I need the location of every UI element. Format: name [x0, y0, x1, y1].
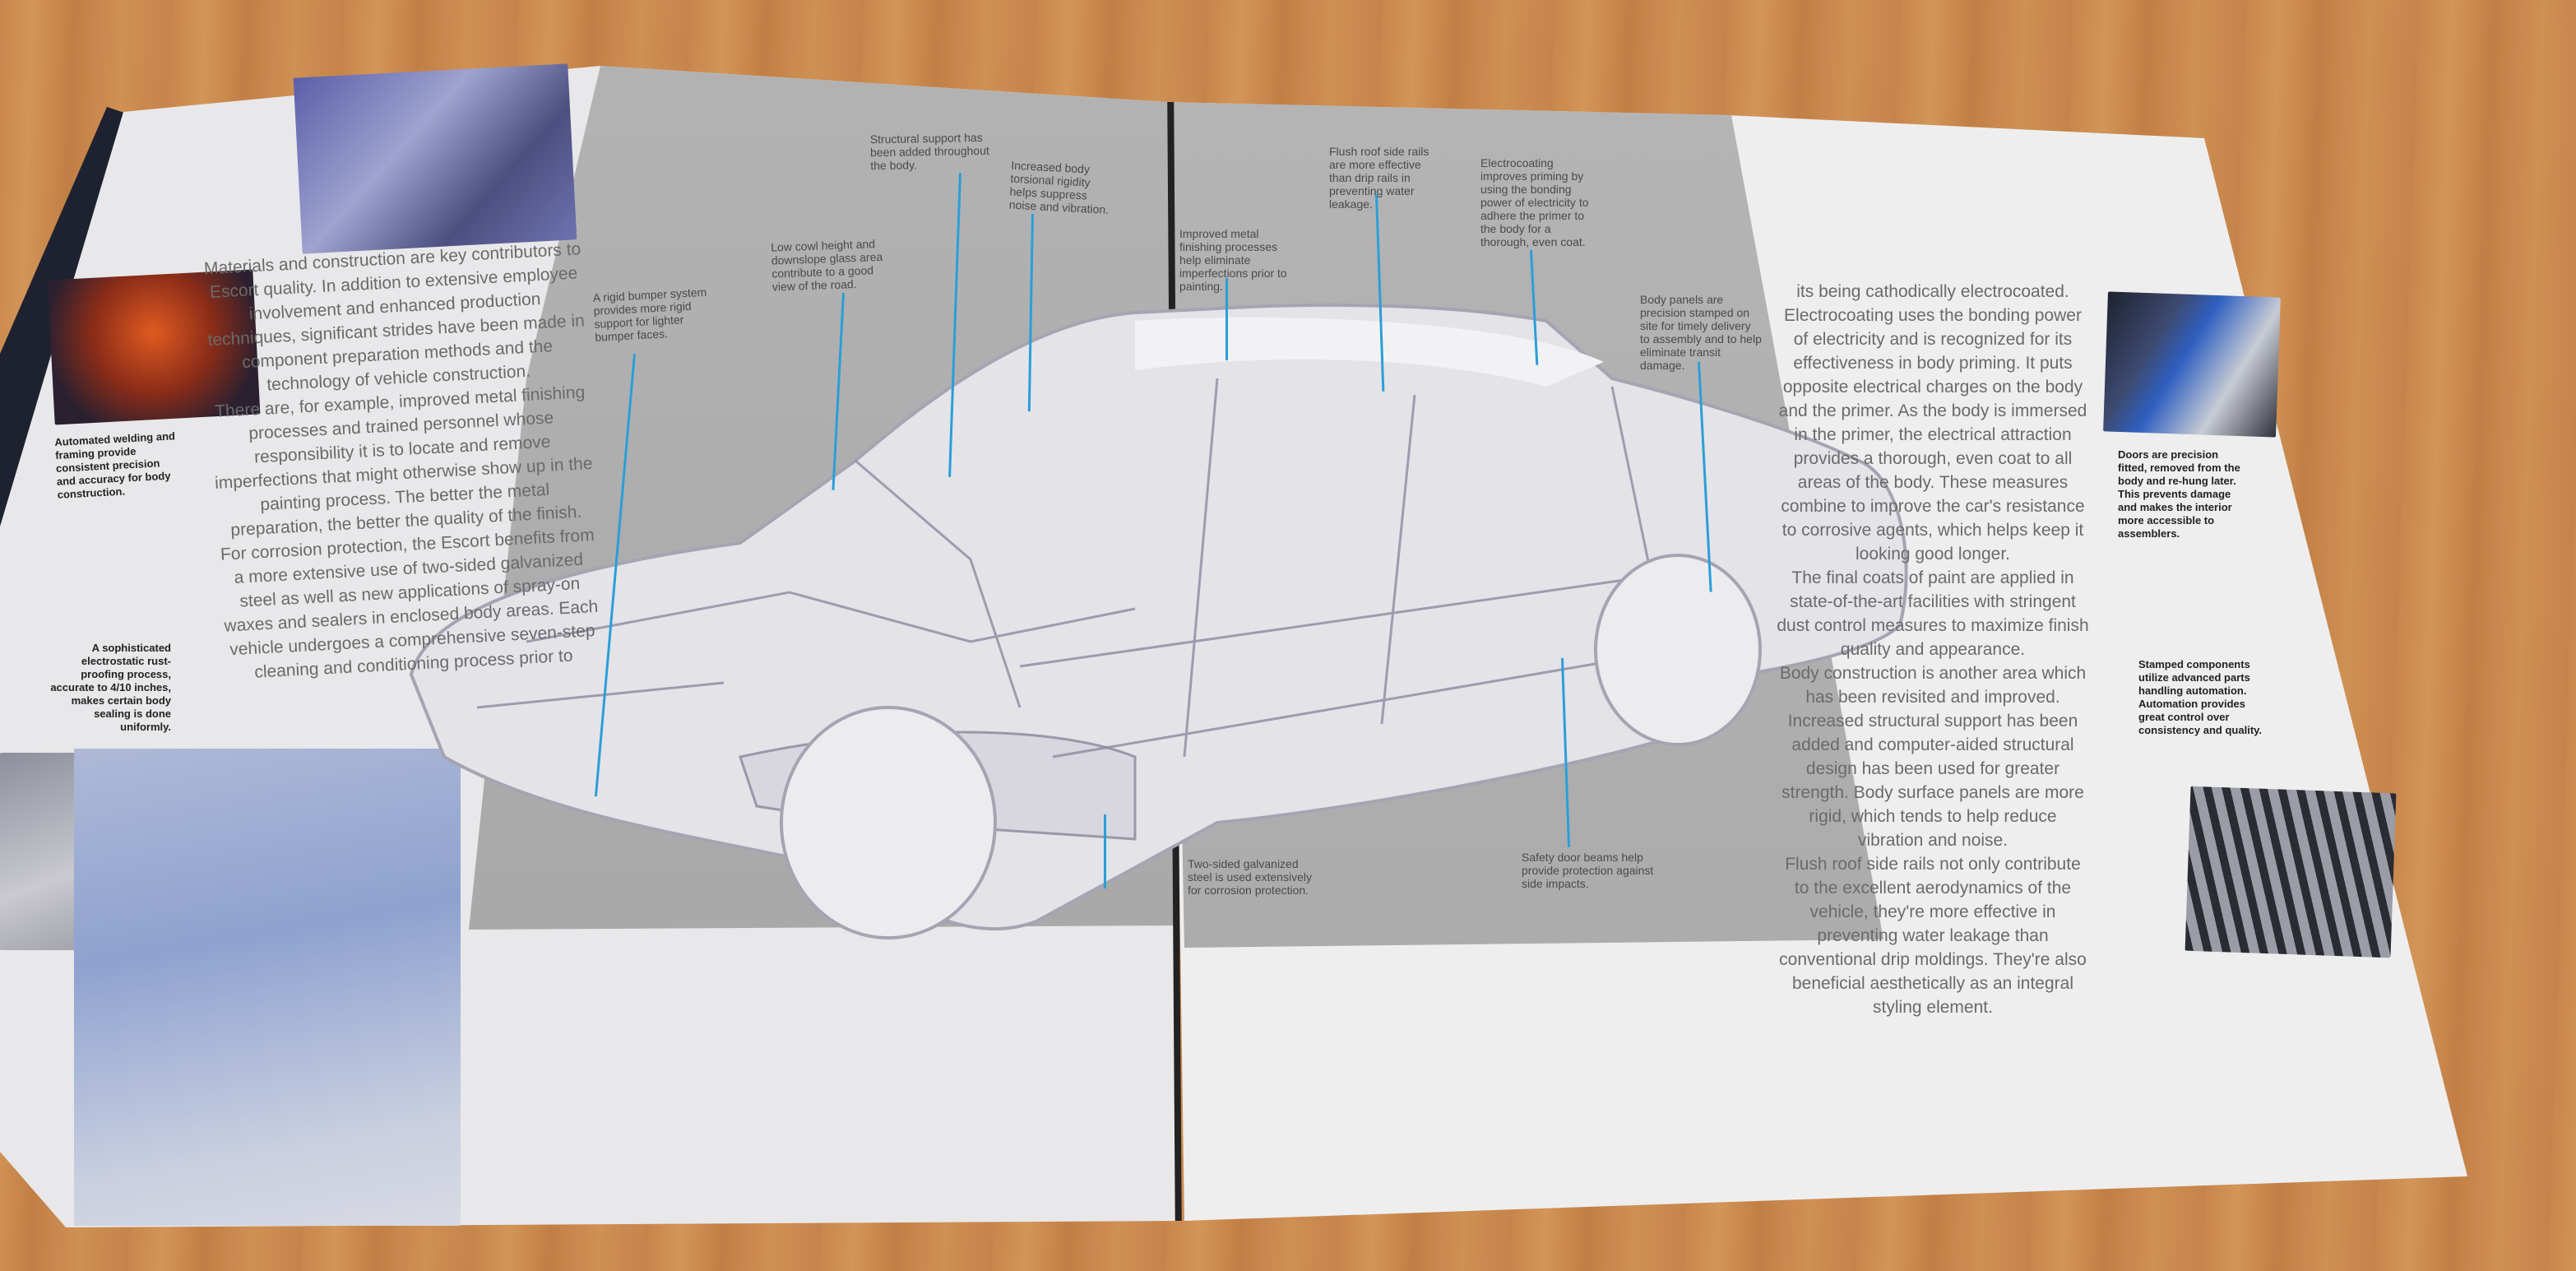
caption-rustproofing: A sophisticated electrostatic rust-proof… — [50, 642, 171, 733]
callout-metal-finishing: Improved metal finishing processes help … — [1179, 227, 1287, 293]
left-paragraph-3: For corrosion protection, the Escort ben… — [220, 525, 599, 682]
callout-door-beams: Safety door beams help provide protectio… — [1522, 851, 1654, 890]
caption-automated-welding: Automated welding and framing provide co… — [54, 429, 176, 501]
right-paragraph-2: The final coats of paint are applied in … — [1777, 568, 2089, 659]
right-paragraph-3: Body construction is another area which … — [1779, 664, 2087, 707]
rear-wheel — [1594, 554, 1762, 746]
caption-door-fitting: Doors are precision fitted, removed from… — [2118, 448, 2240, 540]
car-body-cutaway-illustration — [409, 303, 1908, 939]
right-paragraph-4: Increased structural support has been ad… — [1781, 712, 2084, 850]
callout-bumper-system: A rigid bumper system provides more rigi… — [592, 285, 707, 344]
door-fitting-photo — [2103, 291, 2281, 438]
front-wheel — [780, 706, 997, 939]
right-paragraph-1: its being cathodically electrocoated. El… — [1778, 282, 2087, 564]
car-frame-lines — [476, 378, 1712, 758]
paint-facility-photo — [74, 749, 461, 1226]
callout-galvanized-steel: Two-sided galvanized steel is used exten… — [1188, 857, 1312, 897]
callout-electrocoating: Electrocoating improves priming by using… — [1480, 156, 1589, 248]
left-body-text: Materials and construction are key contr… — [203, 237, 604, 685]
callout-body-panels: Body panels are precision stamped on sit… — [1640, 293, 1762, 372]
callout-line-5 — [1225, 278, 1228, 360]
callout-cowl-height: Low cowl height and downslope glass area… — [770, 237, 883, 294]
callout-structural-support: Structural support has been added throug… — [869, 130, 989, 173]
caption-stamped-components: Stamped components utilize advanced part… — [2138, 658, 2263, 736]
right-paragraph-5: Flush roof side rails not only contribut… — [1779, 855, 2087, 1017]
car-roof — [1135, 317, 1604, 387]
right-body-text: its being cathodically electrocoated. El… — [1777, 280, 2089, 1019]
callout-torsional-rigidity: Increased body torsional rigidity helps … — [1008, 158, 1110, 216]
callout-roof-side-rails: Flush roof side rails are more effective… — [1329, 145, 1429, 211]
left-paragraph-2: There are, for example, improved metal f… — [214, 383, 593, 540]
factory-photo-body-assembly — [293, 63, 577, 254]
stamping-automation-photo — [2185, 786, 2397, 958]
callout-line-9 — [1104, 814, 1106, 888]
left-paragraph-1: Materials and construction are key contr… — [203, 239, 586, 395]
